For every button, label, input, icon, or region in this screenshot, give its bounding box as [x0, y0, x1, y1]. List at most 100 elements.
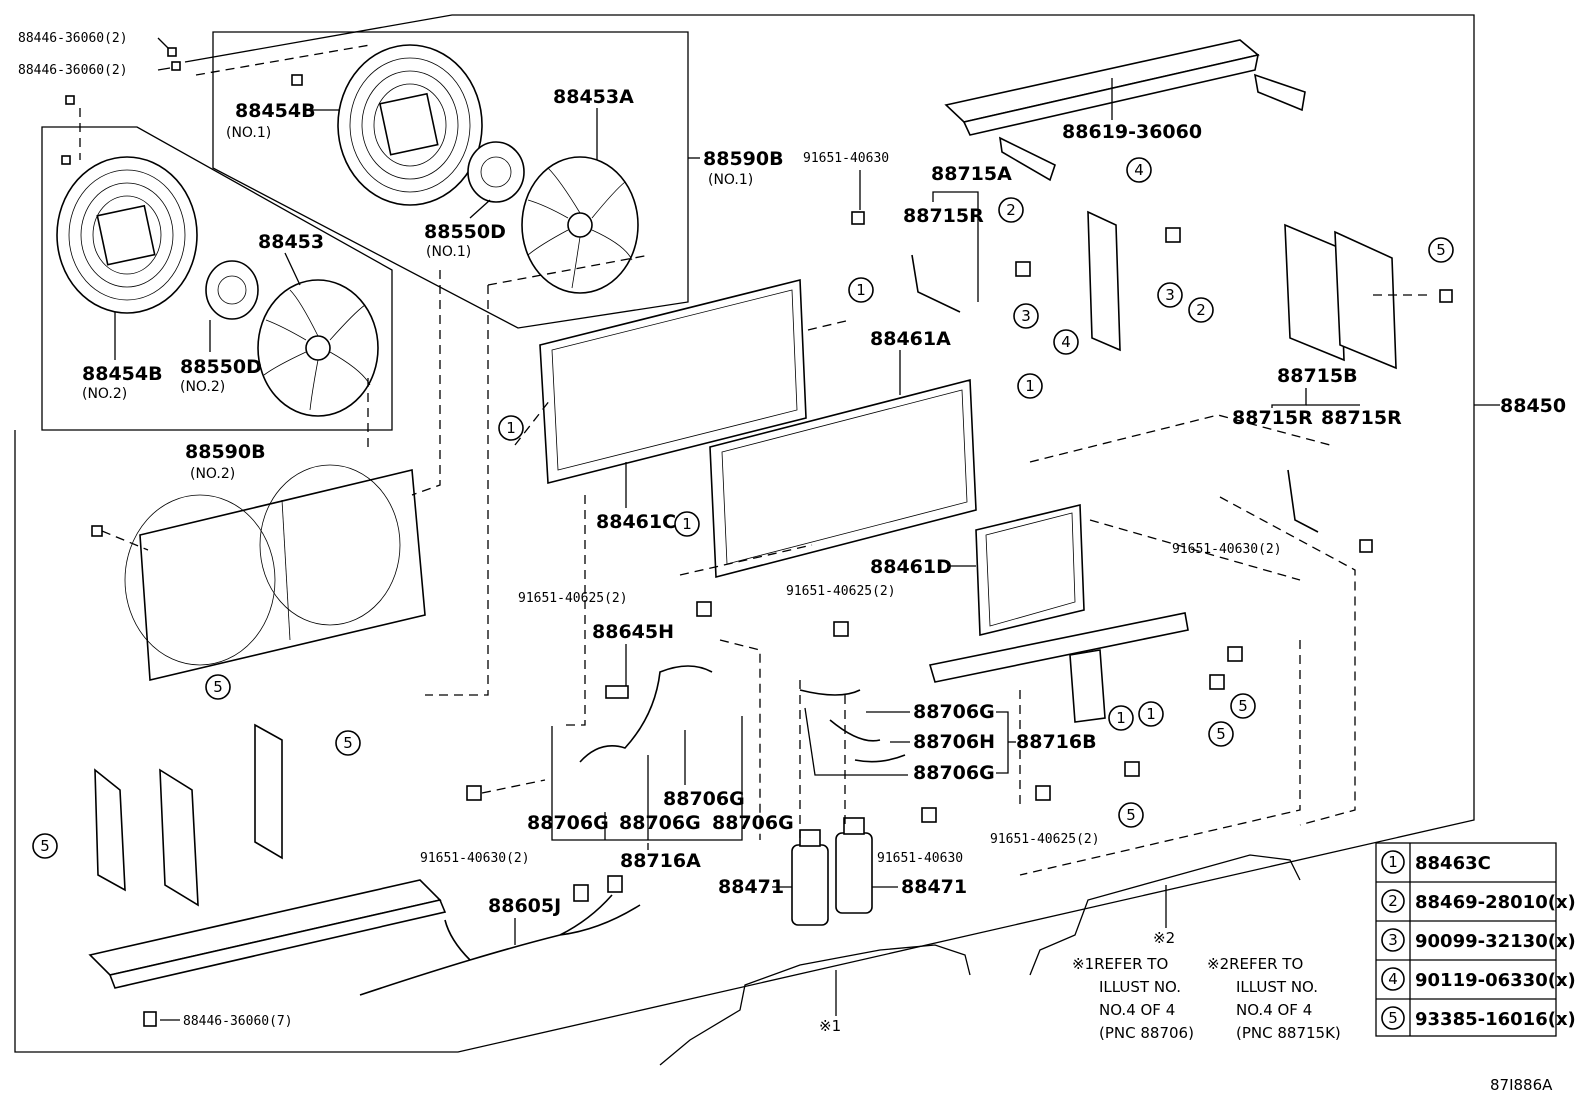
svg-text:3: 3	[1388, 931, 1398, 949]
callout-5-b: 5	[205, 674, 231, 700]
svg-text:90099-32130(x): 90099-32130(x)	[1415, 931, 1576, 952]
tube-88706-right	[799, 689, 906, 763]
svg-text:2: 2	[1388, 892, 1398, 910]
svg-text:1: 1	[1388, 853, 1398, 871]
bolt-icon	[143, 1011, 157, 1027]
label-88706G-l4: 88706G	[712, 812, 794, 834]
callout-1-f: 1	[1138, 701, 1164, 727]
lower-bracket	[1069, 649, 1106, 723]
label-88605J: 88605J	[488, 895, 561, 917]
note-refer-1: ※1REFER TO ILLUST NO. NO.4 OF 4 (PNC 887…	[1072, 955, 1194, 1042]
bolt-label-91651-40630-d: 91651-40630	[877, 851, 963, 866]
svg-text:※1REFER TO: ※1REFER TO	[1072, 955, 1168, 973]
svg-text:4: 4	[1134, 161, 1144, 179]
bolt-icon	[65, 95, 75, 105]
fan-shroud-no2	[56, 156, 198, 314]
callout-5-g: 5	[1118, 802, 1144, 828]
side-bracket-right	[1284, 223, 1345, 362]
bolt-icon	[1359, 539, 1373, 553]
svg-text:88469-28010(x): 88469-28010(x)	[1415, 892, 1576, 913]
callout-1-c: 1	[1017, 373, 1043, 399]
svg-text:(NO.2): (NO.2)	[82, 386, 127, 402]
legend-row-5: 5 93385-16016(x)	[1381, 1006, 1576, 1030]
svg-text:※2REFER TO: ※2REFER TO	[1207, 955, 1303, 973]
svg-text:5: 5	[1126, 806, 1136, 824]
callout-5-e: 5	[1230, 693, 1256, 719]
callout-2-b: 2	[1188, 297, 1214, 323]
bolt-icon	[1227, 646, 1243, 662]
svg-text:1: 1	[1025, 377, 1035, 395]
bolt-icon	[696, 601, 712, 617]
label-88715R-b2: 88715R	[1321, 407, 1402, 429]
bolt-icon	[167, 47, 177, 57]
svg-text:1: 1	[682, 515, 692, 533]
bolt-icon	[851, 211, 865, 225]
fan-shroud-frame	[124, 464, 426, 681]
bolt-label-91651-40625-b: 91651-40625(2)	[786, 584, 896, 599]
svg-text:(NO.1): (NO.1)	[226, 125, 271, 141]
callout-5-c: 5	[335, 730, 361, 756]
side-bracket	[1087, 210, 1121, 352]
svg-text:NO.4 OF 4: NO.4 OF 4	[1236, 1001, 1312, 1019]
svg-text:1: 1	[506, 419, 516, 437]
label-88715R-a: 88715R	[903, 205, 984, 227]
bolt-icon	[1124, 761, 1140, 777]
bolt-label-91651-40625-a: 91651-40625(2)	[518, 591, 628, 606]
svg-text:3: 3	[1165, 286, 1175, 304]
bolt-label-91651-40630-c: 91651-40630(2)	[420, 851, 530, 866]
svg-text:(NO.2): (NO.2)	[190, 466, 235, 482]
pipe-note2	[1029, 854, 1301, 976]
svg-text:2: 2	[1196, 301, 1206, 319]
label-88619: 88619-36060	[1062, 121, 1202, 143]
svg-text:3: 3	[1021, 307, 1031, 325]
label-88706G-l3: 88706G	[663, 788, 745, 810]
receiver-88471-a	[791, 829, 829, 926]
svg-text:1: 1	[1116, 709, 1126, 727]
svg-text:5: 5	[343, 734, 353, 752]
svg-text:5: 5	[40, 837, 50, 855]
assembly-boundary	[14, 14, 1475, 1053]
mark-note1: ※1	[819, 1017, 841, 1035]
drawing-id: 87I886A	[1490, 1076, 1553, 1094]
bolt-label-88446-a: 88446-36060(2)	[18, 31, 128, 46]
label-88461A: 88461A	[870, 328, 951, 350]
bolt-icon	[1035, 785, 1051, 801]
label-88590B-no1: 88590B	[703, 148, 784, 170]
callout-5-a: 5	[1428, 237, 1454, 263]
legend-row-1: 1 88463C	[1381, 850, 1491, 874]
legend-row-2: 2 88469-28010(x)	[1381, 889, 1576, 913]
lower-bracket-group	[88, 723, 447, 989]
condenser-88461A	[709, 378, 977, 579]
assembly-label-88450: 88450	[1500, 395, 1566, 417]
label-88716B: 88716B	[1016, 731, 1097, 753]
label-88715B: 88715B	[1277, 365, 1358, 387]
label-88454B-no2: 88454B	[82, 363, 163, 385]
svg-text:(PNC 88706): (PNC 88706)	[1099, 1024, 1194, 1042]
legend-row-3: 3 90099-32130(x)	[1381, 928, 1576, 952]
label-88550D-no2: 88550D	[180, 356, 262, 378]
label-88715R-b1: 88715R	[1232, 407, 1313, 429]
bolt-icon	[921, 807, 937, 823]
label-88706H-r2: 88706H	[913, 731, 995, 753]
svg-text:5: 5	[1216, 725, 1226, 743]
callout-3-a: 3	[1013, 303, 1039, 329]
collar-icon	[1015, 261, 1031, 277]
legend-table: 1 88463C 2 88469-28010(x) 3 90099-32130(…	[1375, 842, 1576, 1037]
condenser-88461C	[539, 278, 807, 485]
label-88590B-no2: 88590B	[185, 441, 266, 463]
under-cover-plate	[88, 879, 442, 976]
fan-motor-no2	[205, 260, 259, 320]
label-88715A: 88715A	[931, 163, 1012, 185]
note-refer-2: ※2REFER TO ILLUST NO. NO.4 OF 4 (PNC 887…	[1207, 955, 1341, 1042]
label-88471-b: 88471	[901, 876, 967, 898]
svg-text:4: 4	[1388, 970, 1398, 988]
callout-1-a: 1	[848, 277, 874, 303]
bolt-label-91651-40630-b: 91651-40630(2)	[1172, 542, 1282, 557]
svg-text:90119-06330(x): 90119-06330(x)	[1415, 970, 1576, 991]
label-88454B-no1: 88454B	[235, 100, 316, 122]
pressure-switch	[605, 685, 629, 699]
bracket-88715B	[1287, 469, 1319, 533]
label-88706G-l2: 88706G	[619, 812, 701, 834]
connector-icon	[607, 875, 623, 893]
